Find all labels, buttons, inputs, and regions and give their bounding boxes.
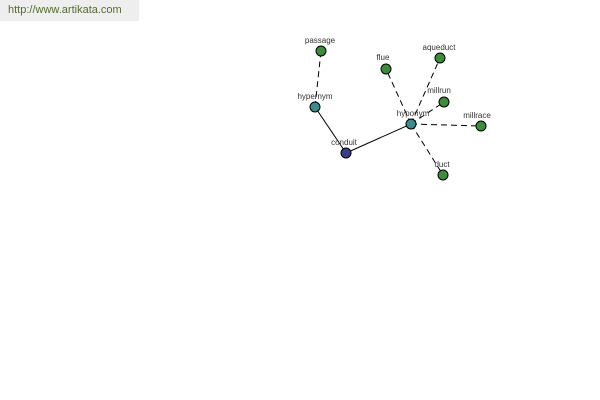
edge-conduit-hyponym [345,123,412,154]
label-hypernym: hypernym [297,92,332,101]
node-conduit[interactable] [340,147,352,159]
node-aqueduct[interactable] [434,52,446,64]
node-passage[interactable] [315,45,327,57]
node-millrun[interactable] [438,96,450,108]
label-millrace: millrace [463,111,491,120]
edge-hyponym-duct [410,123,444,176]
label-conduit: conduit [331,138,358,147]
edge-hyponym-millrun [410,101,445,125]
edge-hyponym-flue [385,68,412,125]
label-duct: duct [434,160,450,169]
label-flue: flue [377,53,390,62]
label-aqueduct: aqueduct [423,43,457,52]
edge-conduit-hypernym [314,106,347,154]
label-millrun: millrun [427,86,451,95]
artikata-link[interactable]: http://www.artikata.com [0,0,139,21]
edge-hyponym-aqueduct [410,57,441,125]
node-hypernym[interactable] [309,101,321,113]
node-hyponym[interactable] [405,118,417,130]
label-passage: passage [305,36,336,45]
label-hyponym: hyponym [397,109,430,118]
edge-hyponym-millrace [410,123,482,127]
node-flue[interactable] [380,63,392,75]
node-duct[interactable] [437,169,449,181]
node-millrace[interactable] [475,120,487,132]
